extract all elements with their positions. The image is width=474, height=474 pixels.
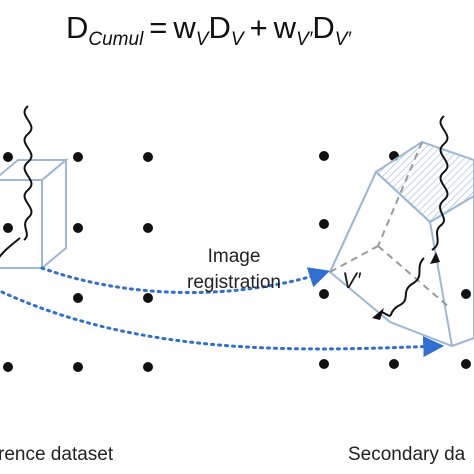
grid-dot xyxy=(319,151,329,161)
image-registration-label-line2: registration xyxy=(187,272,281,293)
secondary-voxel xyxy=(328,140,474,348)
grid-dot xyxy=(3,223,13,233)
grid-dot xyxy=(143,362,153,372)
grid-dot xyxy=(461,359,471,369)
reference-voxel xyxy=(0,157,69,271)
reference-voxel-top xyxy=(0,159,69,181)
grid-dot xyxy=(461,289,471,299)
secondary-voxel-outline xyxy=(328,170,474,348)
registration-arrow-lower xyxy=(0,290,445,358)
grid-dot xyxy=(73,223,83,233)
photon-path-reference xyxy=(23,105,33,241)
hidden-edge xyxy=(329,245,379,273)
grid-dot xyxy=(3,362,13,372)
secondary-voxel-edge xyxy=(329,171,377,273)
photon-path-reference-exit xyxy=(0,237,21,258)
reference-grid xyxy=(3,152,153,372)
secondary-grid xyxy=(319,151,471,369)
reference-voxel-side xyxy=(41,157,67,271)
arrowhead-icon xyxy=(430,252,440,264)
photon-path-secondary-scatter xyxy=(381,257,425,317)
reference-dataset-label: rence dataset xyxy=(0,444,114,465)
grid-dot xyxy=(143,152,153,162)
grid-dot xyxy=(73,362,83,372)
registration-arrows xyxy=(0,266,445,358)
grid-dot xyxy=(389,359,399,369)
secondary-dataset-label: Secondary da xyxy=(348,444,466,465)
photon-paths xyxy=(0,105,449,320)
registration-arrow-upper xyxy=(40,266,330,294)
formula-lhs: DCumul=wVDV+wV′DV′ xyxy=(66,10,352,50)
secondary-voxel-edge xyxy=(429,221,453,347)
hidden-edge xyxy=(377,245,451,309)
grid-dot xyxy=(319,359,329,369)
photon-path-secondary xyxy=(431,115,449,251)
voxel-prime-label: V′ xyxy=(342,268,362,293)
formula: DCumul=wVDV+wV′DV′ xyxy=(66,10,352,50)
grid-dot xyxy=(143,223,153,233)
grid-dot xyxy=(73,293,83,303)
grid-dot xyxy=(143,293,153,303)
grid-dot xyxy=(3,152,13,162)
arrowhead-icon xyxy=(372,308,384,320)
secondary-voxel-hidden-edges xyxy=(329,141,451,309)
image-registration-label-line1: Image xyxy=(208,246,261,267)
grid-dot xyxy=(319,219,329,229)
hidden-edge xyxy=(377,141,423,247)
grid-dot xyxy=(73,152,83,162)
grid-dot xyxy=(319,289,329,299)
